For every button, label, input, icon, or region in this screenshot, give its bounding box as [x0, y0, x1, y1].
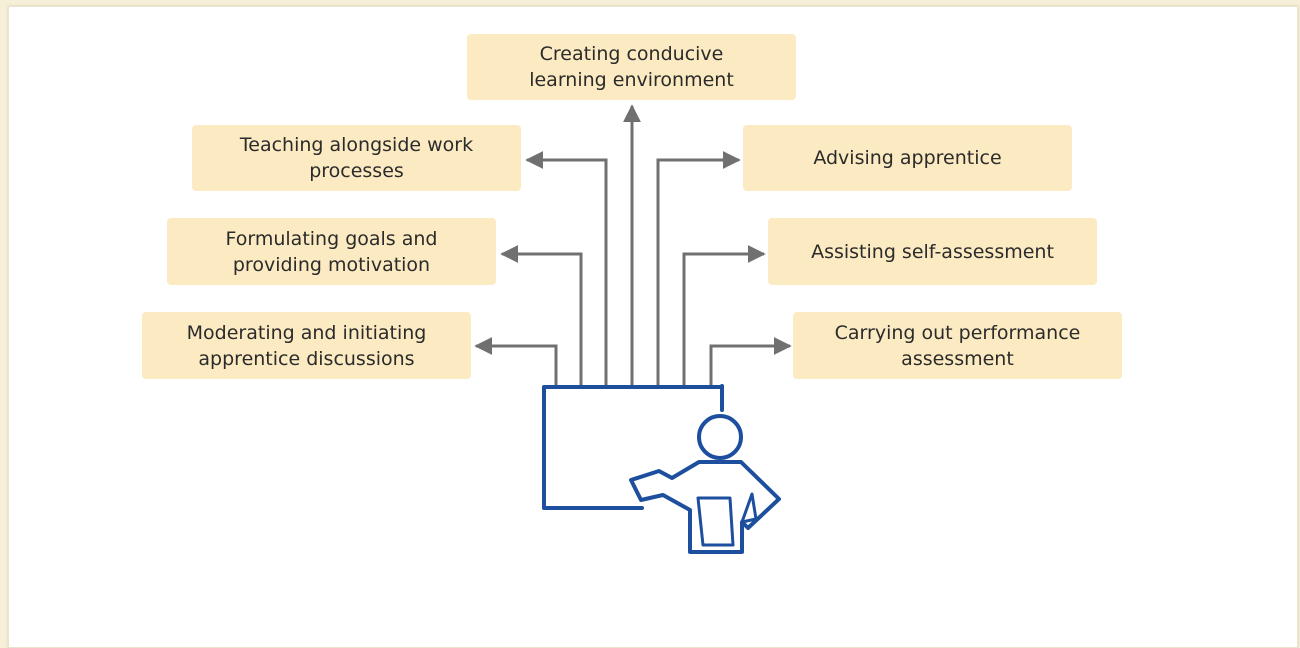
arrow-to-left-3 — [474, 337, 558, 386]
trainer-at-board-icon — [542, 384, 781, 554]
arrow-to-left-1 — [525, 151, 608, 386]
role-box-top: Creating conducive learning environment — [467, 34, 796, 100]
role-box-right-1: Advising apprentice — [743, 125, 1072, 191]
role-box-right-2: Assisting self-assessment — [768, 218, 1097, 285]
role-box-right-3: Carrying out performance assessment — [793, 312, 1122, 379]
role-box-left-1: Teaching alongside work processes — [192, 125, 521, 191]
arrow-to-left-2 — [500, 245, 583, 386]
role-box-left-3: Moderating and initiating apprentice dis… — [142, 312, 471, 379]
arrow-to-right-2 — [682, 245, 766, 386]
arrow-to-right-3 — [709, 337, 792, 386]
role-box-left-2: Formulating goals and providing motivati… — [167, 218, 496, 285]
arrow-to-right-1 — [656, 151, 741, 386]
